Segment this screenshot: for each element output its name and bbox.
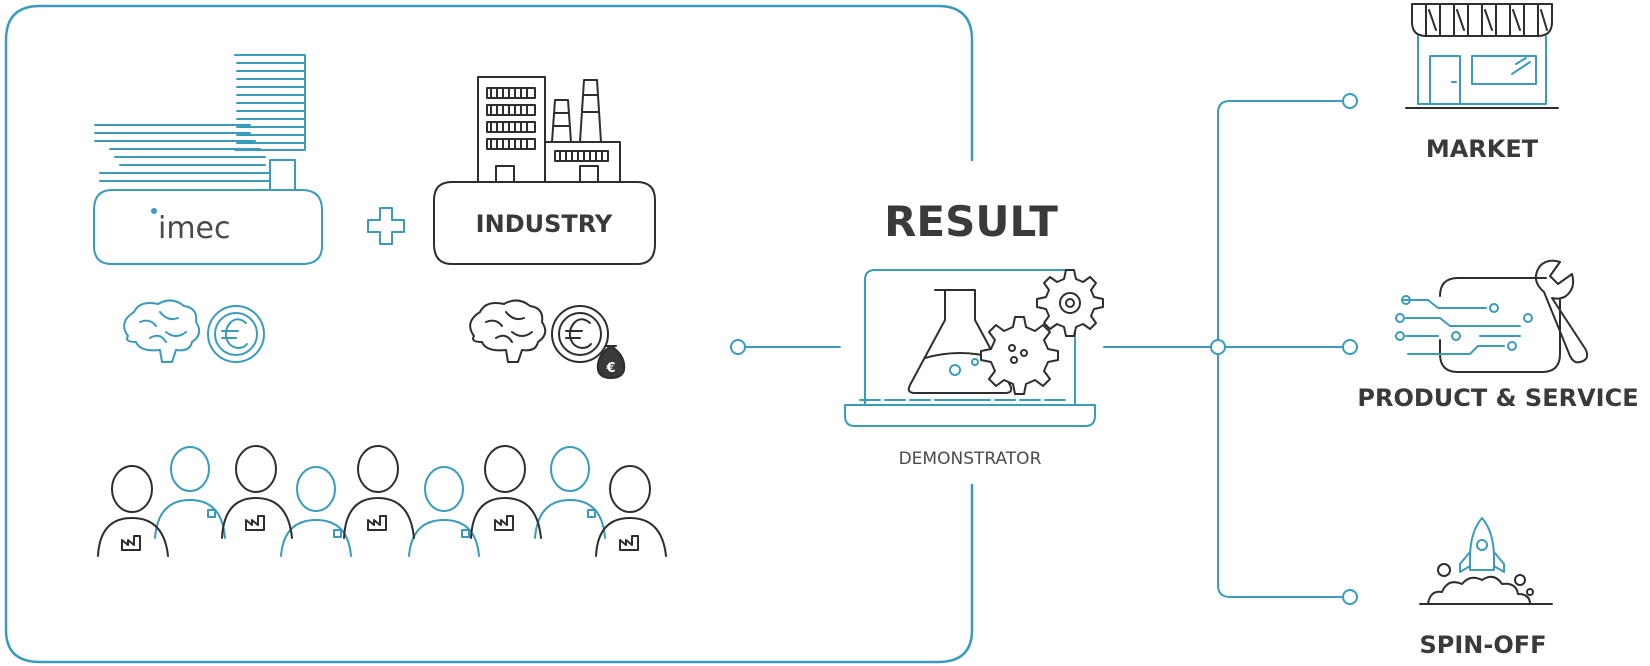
- plus-icon: [367, 207, 405, 245]
- left-connector: [730, 339, 841, 355]
- industry-label: INDUSTRY: [476, 210, 613, 238]
- spin-off-label: SPIN-OFF: [1419, 631, 1546, 659]
- market-label: MARKET: [1426, 135, 1539, 163]
- storefront-icon: [1405, 3, 1559, 109]
- collaboration-frame: [4, 4, 974, 664]
- circuit-wrench-icon: [1395, 259, 1589, 373]
- euro-coin-icon: [207, 305, 265, 363]
- brain-icon: [123, 299, 201, 363]
- euro-coin-moneybag-icon: €: [551, 305, 626, 379]
- imec-logo-text: imec: [158, 211, 231, 246]
- outcome-connectors: [1103, 93, 1358, 605]
- laptop-flask-gears-icon: [844, 269, 1104, 427]
- people-group-icon: [97, 445, 667, 557]
- factory-icon: [433, 76, 656, 265]
- brain-icon: [469, 299, 547, 363]
- demonstrator-caption: DEMONSTRATOR: [899, 449, 1042, 469]
- rocket-launch-icon: [1419, 517, 1553, 605]
- product-service-label: PRODUCT & SERVICE: [1357, 384, 1638, 412]
- svg-text:€: €: [605, 361, 615, 376]
- imec-building-icon: [93, 54, 323, 265]
- result-title: RESULT: [884, 197, 1058, 246]
